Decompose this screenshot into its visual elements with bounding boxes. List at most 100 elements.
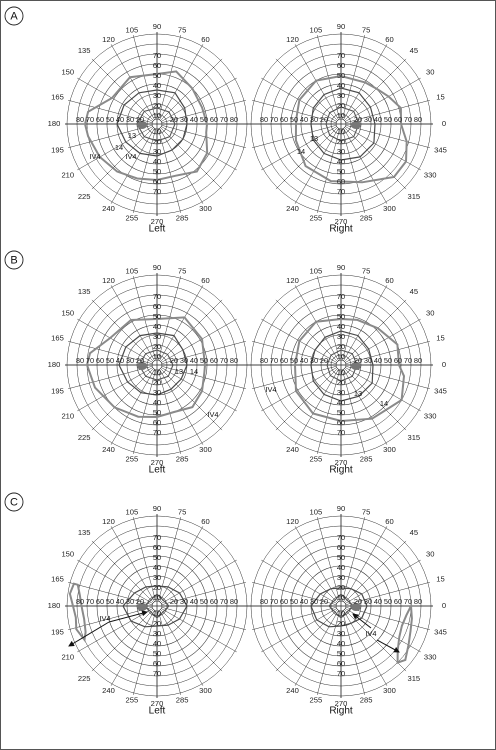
meridian-line: [275, 368, 338, 431]
radial-tick-label: 10: [337, 593, 345, 602]
isopter-inner-13: [136, 107, 176, 142]
horizontal-tick-label: 80: [76, 356, 84, 365]
radial-tick-label: 20: [337, 342, 345, 351]
blind-spot: [351, 121, 361, 129]
meridian-line: [110, 369, 155, 445]
horizontal-tick-label: 40: [374, 356, 382, 365]
isopter-label-iv4: IV4: [125, 152, 136, 161]
isopter-label-iv4: IV4: [365, 629, 376, 638]
isopter-label-iv4: IV4: [265, 385, 276, 394]
meridian-angle-label: 240: [102, 445, 115, 454]
meridian-line: [110, 128, 155, 204]
meridian-angle-label: 90: [153, 263, 161, 272]
radial-tick-label: 10: [337, 609, 345, 618]
radial-tick-label: 40: [153, 322, 161, 331]
radial-tick-label: 30: [153, 91, 161, 100]
meridian-line: [261, 608, 337, 653]
isopter-label-14: 14: [380, 399, 388, 408]
meridian-line: [110, 285, 155, 361]
meridian-line: [132, 610, 156, 695]
blind-spot: [137, 603, 147, 611]
horizontal-tick-label: 60: [210, 356, 218, 365]
horizontal-tick-label: 20: [354, 115, 362, 124]
isopter-mid-14: [310, 587, 368, 628]
meridian-angle-label: 315: [407, 192, 420, 201]
meridian-line: [316, 369, 340, 454]
meridian-angle-label: 225: [78, 192, 91, 201]
meridian-line: [345, 318, 421, 363]
meridian-angle-label: 90: [337, 22, 345, 31]
radial-tick-label: 60: [153, 659, 161, 668]
meridian-line: [132, 35, 156, 120]
meridian-line: [132, 128, 156, 213]
meridian-angle-label: 315: [407, 674, 420, 683]
meridian-angle-label: 60: [385, 517, 393, 526]
panel-letter: A: [10, 10, 18, 22]
isopter-label-iv4: IV4: [207, 410, 218, 419]
horizontal-tick-label: 80: [76, 115, 84, 124]
meridian-line: [132, 276, 156, 361]
meridian-angle-label: 0: [442, 119, 446, 128]
isopter-label-iv4: IV4: [99, 614, 110, 623]
radial-tick-label: 10: [153, 127, 161, 136]
meridian-line: [275, 609, 338, 672]
meridian-angle-label: 60: [201, 517, 209, 526]
meridian-line: [77, 77, 153, 122]
radial-tick-label: 40: [337, 157, 345, 166]
meridian-angle-label: 30: [426, 68, 434, 77]
meridian-line: [345, 607, 430, 631]
meridian-angle-label: 270: [335, 699, 348, 708]
constriction-arrows: [68, 610, 400, 653]
horizontal-tick-label: 60: [394, 597, 402, 606]
radial-tick-label: 40: [153, 81, 161, 90]
horizontal-tick-label: 70: [86, 597, 94, 606]
meridian-line: [91, 540, 154, 603]
isopter-mid-14: [118, 332, 188, 396]
isopter-label-13: 13: [354, 389, 362, 398]
meridian-line: [261, 367, 337, 412]
meridian-line: [161, 608, 237, 653]
meridian-line: [275, 127, 338, 190]
meridian-line: [342, 35, 366, 120]
horizontal-tick-label: 80: [414, 356, 422, 365]
radial-tick-label: 70: [153, 428, 161, 437]
radial-tick-label: 50: [337, 312, 345, 321]
meridian-angle-label: 75: [362, 507, 370, 516]
meridian-angle-label: 30: [426, 550, 434, 559]
horizontal-tick-label: 50: [200, 597, 208, 606]
meridian-line: [158, 610, 182, 695]
horizontal-tick-label: 20: [320, 597, 328, 606]
isopter-label-13: 13: [175, 367, 183, 376]
isopter-mid-14: [310, 87, 376, 161]
arrow-left-outward: [68, 621, 110, 647]
meridian-angle-label: 270: [335, 217, 348, 226]
meridian-line: [345, 367, 421, 412]
meridian-angle-label: 120: [286, 276, 299, 285]
meridian-line: [252, 366, 337, 390]
blind-spot: [351, 603, 361, 611]
isopter-label-14: 14: [297, 147, 305, 156]
meridian-angle-label: 255: [310, 696, 323, 705]
meridian-angle-label: 330: [424, 653, 437, 662]
horizontal-tick-label: 70: [270, 356, 278, 365]
isopter-label-13: 13: [310, 134, 318, 143]
horizontal-tick-label: 80: [260, 356, 268, 365]
horizontal-tick-label: 50: [106, 356, 114, 365]
meridian-line: [344, 609, 407, 672]
meridian-angle-label: 105: [126, 507, 139, 516]
meridian-line: [345, 340, 430, 364]
radial-tick-label: 60: [337, 177, 345, 186]
meridian-line: [161, 318, 237, 363]
radial-tick-label: 20: [153, 101, 161, 110]
meridian-line: [160, 58, 223, 121]
meridian-line: [77, 318, 153, 363]
horizontal-tick-label: 30: [310, 115, 318, 124]
horizontal-tick-label: 50: [106, 597, 114, 606]
meridian-line: [68, 607, 153, 631]
horizontal-tick-label: 50: [290, 597, 298, 606]
radial-tick-label: 10: [153, 352, 161, 361]
horizontal-tick-label: 80: [76, 597, 84, 606]
meridian-line: [161, 367, 237, 412]
